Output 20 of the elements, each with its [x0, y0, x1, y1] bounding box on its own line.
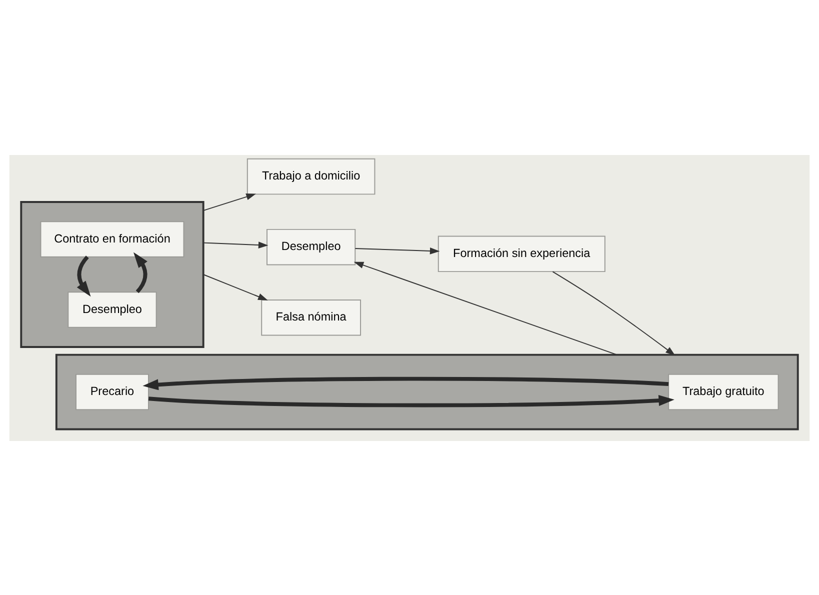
arrow	[148, 394, 674, 407]
node-box: Desempleo	[68, 291, 157, 328]
cluster	[55, 353, 799, 430]
node-box: Trabajo gratuito	[668, 373, 779, 410]
arrow	[133, 252, 148, 293]
arrow	[76, 255, 91, 296]
node-box: Desempleo	[266, 228, 356, 265]
arrow	[202, 274, 268, 300]
arrow	[354, 261, 618, 355]
node-box: Trabajo a domicilio	[246, 158, 376, 194]
arrow	[354, 247, 440, 254]
arrow	[142, 376, 669, 390]
cluster	[20, 200, 204, 348]
node-box: Precario	[76, 373, 149, 410]
node-box: Contrato en formación	[40, 220, 184, 257]
arrow	[202, 241, 268, 248]
node-box: Falsa nómina	[261, 298, 362, 336]
arrow	[202, 192, 256, 211]
arrow	[552, 270, 676, 356]
node-box: Formación sin experiencia	[438, 235, 606, 272]
